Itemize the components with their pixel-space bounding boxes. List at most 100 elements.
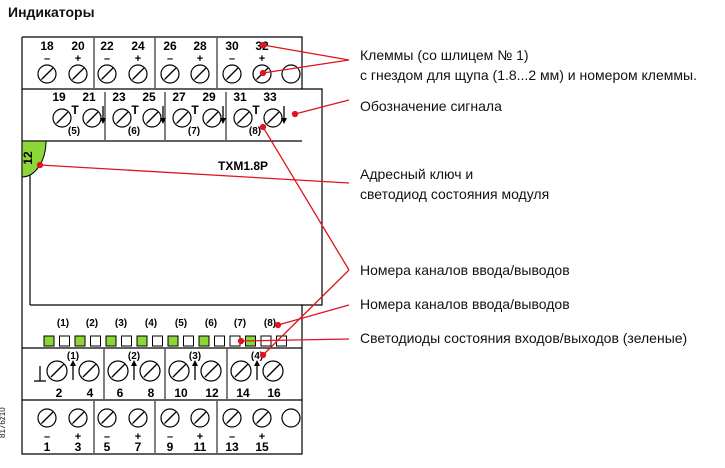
terminal-polarity-18: – [44,53,50,65]
lower-screw-4 [78,360,100,382]
terminal-screw-32 [252,64,272,84]
io-led-6 [121,335,132,347]
bottom-screw-1 [37,408,57,428]
callout-lines [36,41,350,359]
io-led-10 [183,335,194,347]
lower-arrowhead-2 [131,360,137,366]
bottom-polarity-15: + [259,431,265,443]
bottom-polarity-3: + [75,431,81,443]
terminal-screw-22 [97,64,117,84]
io-led-7 [136,335,148,347]
signal-channel-label-3: (7) [188,126,200,137]
terminal-number-30: 30 [225,39,239,53]
led-channel-label-1: (1) [57,318,69,329]
led-channel-label-7: (7) [234,318,246,329]
signal-number-23: 23 [112,90,126,104]
callout-terminals: Клеммы (со шлицем № 1) с гнездом для щуп… [360,45,697,85]
callout-signal: Обозначение сигнала [360,98,502,114]
led-channel-label-6: (6) [205,318,217,329]
top-terminal-row: 18–20+22–24+26–28+30–32+ [37,38,301,88]
terminal-polarity-24: + [135,53,141,65]
housing-top-outline [22,36,323,400]
callout-address-line1: Адресный ключ и [360,166,474,182]
io-led-2 [59,335,70,347]
lower-channel-label-1: (1) [67,351,79,362]
signal-symbol-4: T [252,103,260,117]
signal-symbol-2: T [131,103,139,117]
bottom-polarity-9: – [167,431,173,443]
terminal-number-24: 24 [131,39,145,53]
lower-number-12: 12 [205,386,219,400]
bottom-number-1: 1 [44,440,51,454]
bottom-polarity-7: + [135,431,141,443]
led-channel-label-8: (8) [264,318,276,329]
lower-channel-label-4: (4) [251,351,263,362]
terminal-screw-24 [128,64,148,84]
led-channel-label-3: (3) [115,318,127,329]
bottom-screw-13 [222,408,242,428]
io-led-3 [74,335,86,347]
signal-screw-25 [142,108,162,128]
signal-screw-31 [233,108,253,128]
signal-channel-label-2: (6) [128,126,140,137]
bottom-polarity-11: + [197,431,203,443]
terminal-screw-30 [222,64,242,84]
callout-address-line2: светодиод состояния модуля [360,186,550,202]
terminal-number-28: 28 [193,39,207,53]
lower-screw-6 [107,360,129,382]
bottom-number-9: 9 [167,440,174,454]
callout-io-channels-2: Номера каналов ввода/выводов [360,296,570,312]
terminal-polarity-30: – [229,53,235,65]
terminal-screw-26 [160,64,180,84]
signal-screw-19 [52,108,72,128]
signal-screw-23 [112,108,132,128]
lower-screw-16 [262,360,284,382]
callout-line-channels-1b [262,269,350,356]
bottom-screw-9 [160,408,180,428]
callout-line-channels-1 [262,126,350,271]
lower-screw-14 [230,360,252,382]
address-key-number: 12 [21,151,35,165]
lower-number-6: 6 [117,386,124,400]
signal-screw-21 [82,108,102,128]
lower-channel-label-3: (3) [189,351,201,362]
led-channel-label-5: (5) [175,318,187,329]
bottom-number-3: 3 [75,440,82,454]
callout-io-leds: Светодиоды состояния входов/выходов (зел… [360,330,688,346]
callout-line-signal [294,99,350,115]
module-housing [21,36,323,455]
lower-arrowhead-3 [192,360,198,366]
lower-arrowhead-4 [254,360,260,366]
bottom-screw-7 [128,408,148,428]
io-led-row: (1)(2)(3)(4)(5)(6)(7)(8) [43,318,287,347]
lower-channel-label-2: (2) [128,351,140,362]
lower-number-10: 10 [174,386,188,400]
signal-number-27: 27 [172,90,186,104]
callout-io-channels-1: Номера каналов ввода/выводов [360,262,570,278]
lower-number-8: 8 [148,386,155,400]
device-model-label: TXM1.8P [218,159,268,173]
bottom-screw-3 [68,408,88,428]
lower-screw-2 [46,360,68,382]
terminal-polarity-32: + [259,53,265,65]
signal-number-33: 33 [263,90,277,104]
io-led-8 [152,335,163,347]
signal-symbol-1: T [71,103,79,117]
terminal-polarity-26: – [167,53,173,65]
callout-address: Адресный ключ и светодиод состояния моду… [360,164,549,204]
bottom-polarity-1: – [44,431,50,443]
callout-line-terminals-b [262,59,350,74]
callout-terminals-line2: с гнездом для щупа (1.8...2 мм) и номеро… [360,67,697,83]
lower-number-16: 16 [267,386,281,400]
bottom-number-15: 15 [255,440,269,454]
signal-number-29: 29 [202,90,216,104]
led-channel-label-2: (2) [86,318,98,329]
drawing-id: 8176z10 [0,407,7,438]
terminal-screw-20 [68,64,88,84]
bottom-screw-15 [252,408,272,428]
bottom-number-11: 11 [194,440,207,454]
section-title: Индикаторы [8,4,95,20]
signal-screw-33 [263,108,283,128]
